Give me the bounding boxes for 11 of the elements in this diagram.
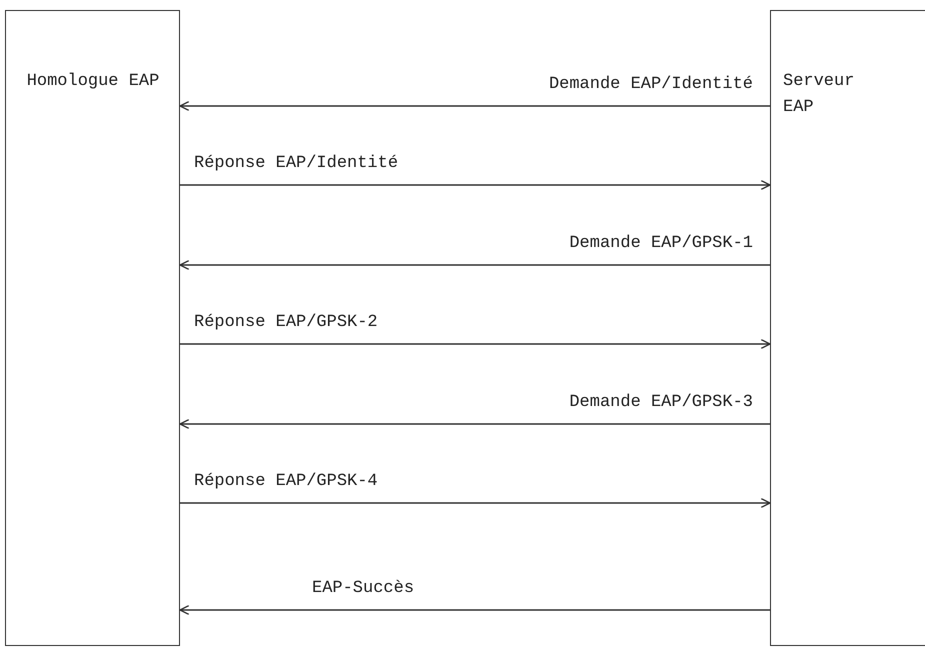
- participant-name: Homologue EAP: [26, 71, 160, 93]
- participant-box: [5, 10, 180, 646]
- message-arrow: [180, 180, 771, 190]
- message-arrow: [179, 100, 770, 112]
- participant-name: Serveur EAP: [783, 71, 856, 119]
- participant-box: [770, 10, 925, 646]
- message-arrow: [180, 498, 771, 508]
- message-arrow: [180, 338, 771, 350]
- message-arrow: [179, 604, 770, 616]
- message-arrow: [179, 260, 770, 270]
- message-arrow: [179, 418, 770, 430]
